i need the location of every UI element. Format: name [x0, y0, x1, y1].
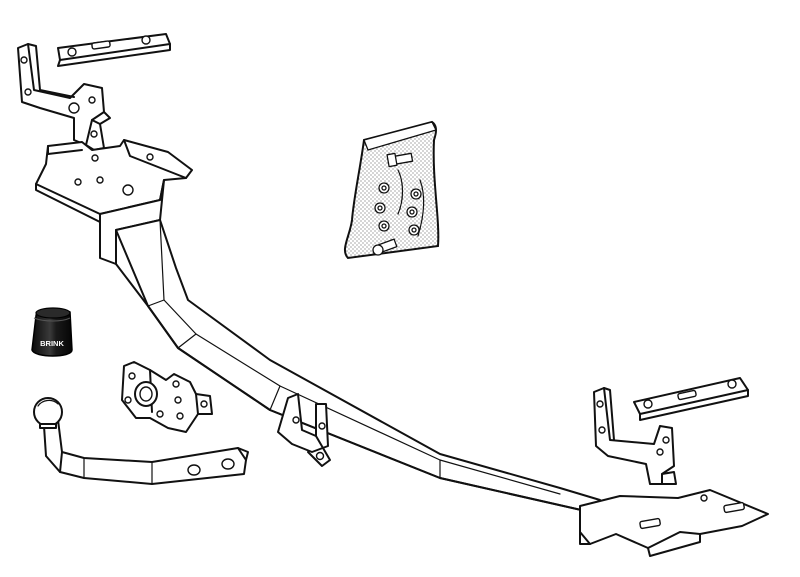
tow-ball-cap: BRINK [31, 307, 73, 357]
left-end-plate [35, 139, 193, 223]
top-left-side-bracket [17, 43, 111, 151]
central-ball-bracket [277, 393, 331, 467]
cap-brand-label: BRINK [40, 339, 64, 348]
top-left-mounting-plate [57, 33, 171, 67]
right-side-bracket [593, 387, 677, 485]
right-end-plate [579, 489, 769, 557]
socket-plate-bracket [121, 361, 213, 433]
hardware-bag [343, 120, 440, 260]
top-right-mounting-plate [633, 377, 749, 421]
ball-neck [33, 397, 249, 485]
